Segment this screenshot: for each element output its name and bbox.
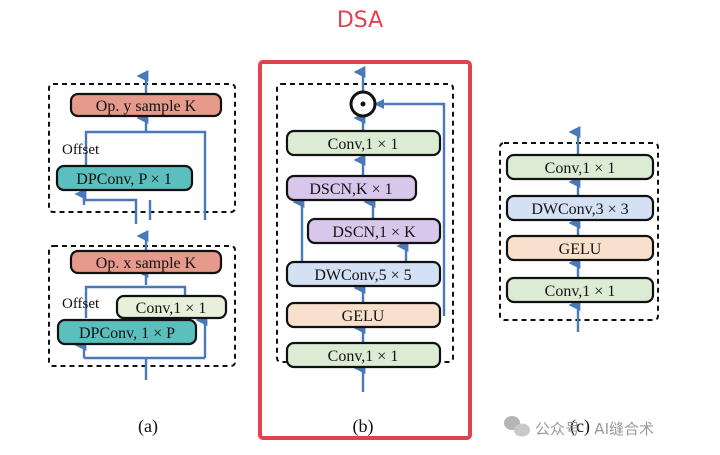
dpconv-p1-block — [55, 164, 194, 192]
watermark-text: 公众号 · AI缝合术 — [535, 420, 654, 438]
watermark: 公众号 · AI缝合术 — [504, 416, 654, 438]
caption-b: (b) — [353, 416, 374, 437]
conv-1x1-label-a: Conv,1 × 1 — [136, 300, 207, 317]
op-x-sample-block — [69, 249, 223, 275]
panel-a-bottom-connectors — [74, 266, 208, 380]
panel-a-top-connectors — [74, 70, 207, 224]
dpconv-1p-block — [56, 318, 198, 346]
dsa-highlight-frame — [258, 60, 472, 440]
dpconv-1p-label: DPConv, 1 × P — [79, 325, 175, 342]
b-conv-1x1-top-block — [285, 129, 442, 157]
conv-1x1-block-a — [115, 294, 228, 320]
dwconv-3x3-label: DWConv,3 × 3 — [531, 201, 628, 218]
dwconv-5x5-block — [285, 260, 442, 288]
dscn-k1-label: DSCN,K × 1 — [309, 181, 392, 198]
panel-b-connectors — [292, 66, 446, 392]
dwconv-5x5-label: DWConv,5 × 5 — [314, 267, 411, 284]
offset-label-bottom: Offset — [62, 296, 100, 312]
b-gelu-label: GELU — [342, 308, 385, 325]
offset-label-top: Offset — [62, 142, 100, 158]
panel-b: Conv,1 × 1 DSCN,K × 1 DSCN,1 × K DWConv,… — [258, 60, 472, 440]
b-conv-1x1-bottom-block — [285, 341, 442, 369]
b-conv-1x1-top-label: Conv,1 × 1 — [328, 136, 399, 153]
c-conv-1x1-top-block — [505, 153, 655, 181]
dwconv-3x3-block — [505, 194, 655, 222]
c-gelu-block — [505, 234, 655, 262]
dscn-1k-label: DSCN,1 × K — [332, 224, 416, 241]
multiply-dot-icon — [360, 101, 366, 107]
caption-a: (a) — [138, 416, 158, 437]
panel-a: Op. y sample K Offset DPConv, P × 1 Op. … — [48, 70, 236, 437]
c-conv-1x1-bottom-label: Conv,1 × 1 — [545, 283, 616, 300]
panel-a-top-dashed-frame — [48, 83, 236, 213]
op-x-sample-label: Op. x sample K — [96, 255, 197, 272]
op-y-sample-block — [69, 92, 223, 118]
b-gelu-block — [285, 301, 442, 329]
dscn-1k-block — [306, 217, 442, 245]
c-conv-1x1-top-label: Conv,1 × 1 — [545, 160, 616, 177]
panel-a-bottom-dashed-frame — [48, 245, 236, 367]
figure-title: DSA — [337, 8, 383, 33]
b-conv-1x1-bottom-label: Conv,1 × 1 — [328, 348, 399, 365]
dscn-k1-block — [285, 174, 418, 202]
caption-c: (c) — [570, 416, 590, 437]
c-gelu-label: GELU — [559, 241, 602, 258]
c-conv-1x1-bottom-block — [505, 276, 655, 304]
wechat-icon — [504, 416, 530, 437]
dpconv-p1-label: DPConv, P × 1 — [76, 171, 171, 188]
panel-c: Conv,1 × 1 DWConv,3 × 3 GELU Conv,1 × 1 … — [499, 126, 659, 437]
op-y-sample-label: Op. y sample K — [96, 98, 197, 115]
